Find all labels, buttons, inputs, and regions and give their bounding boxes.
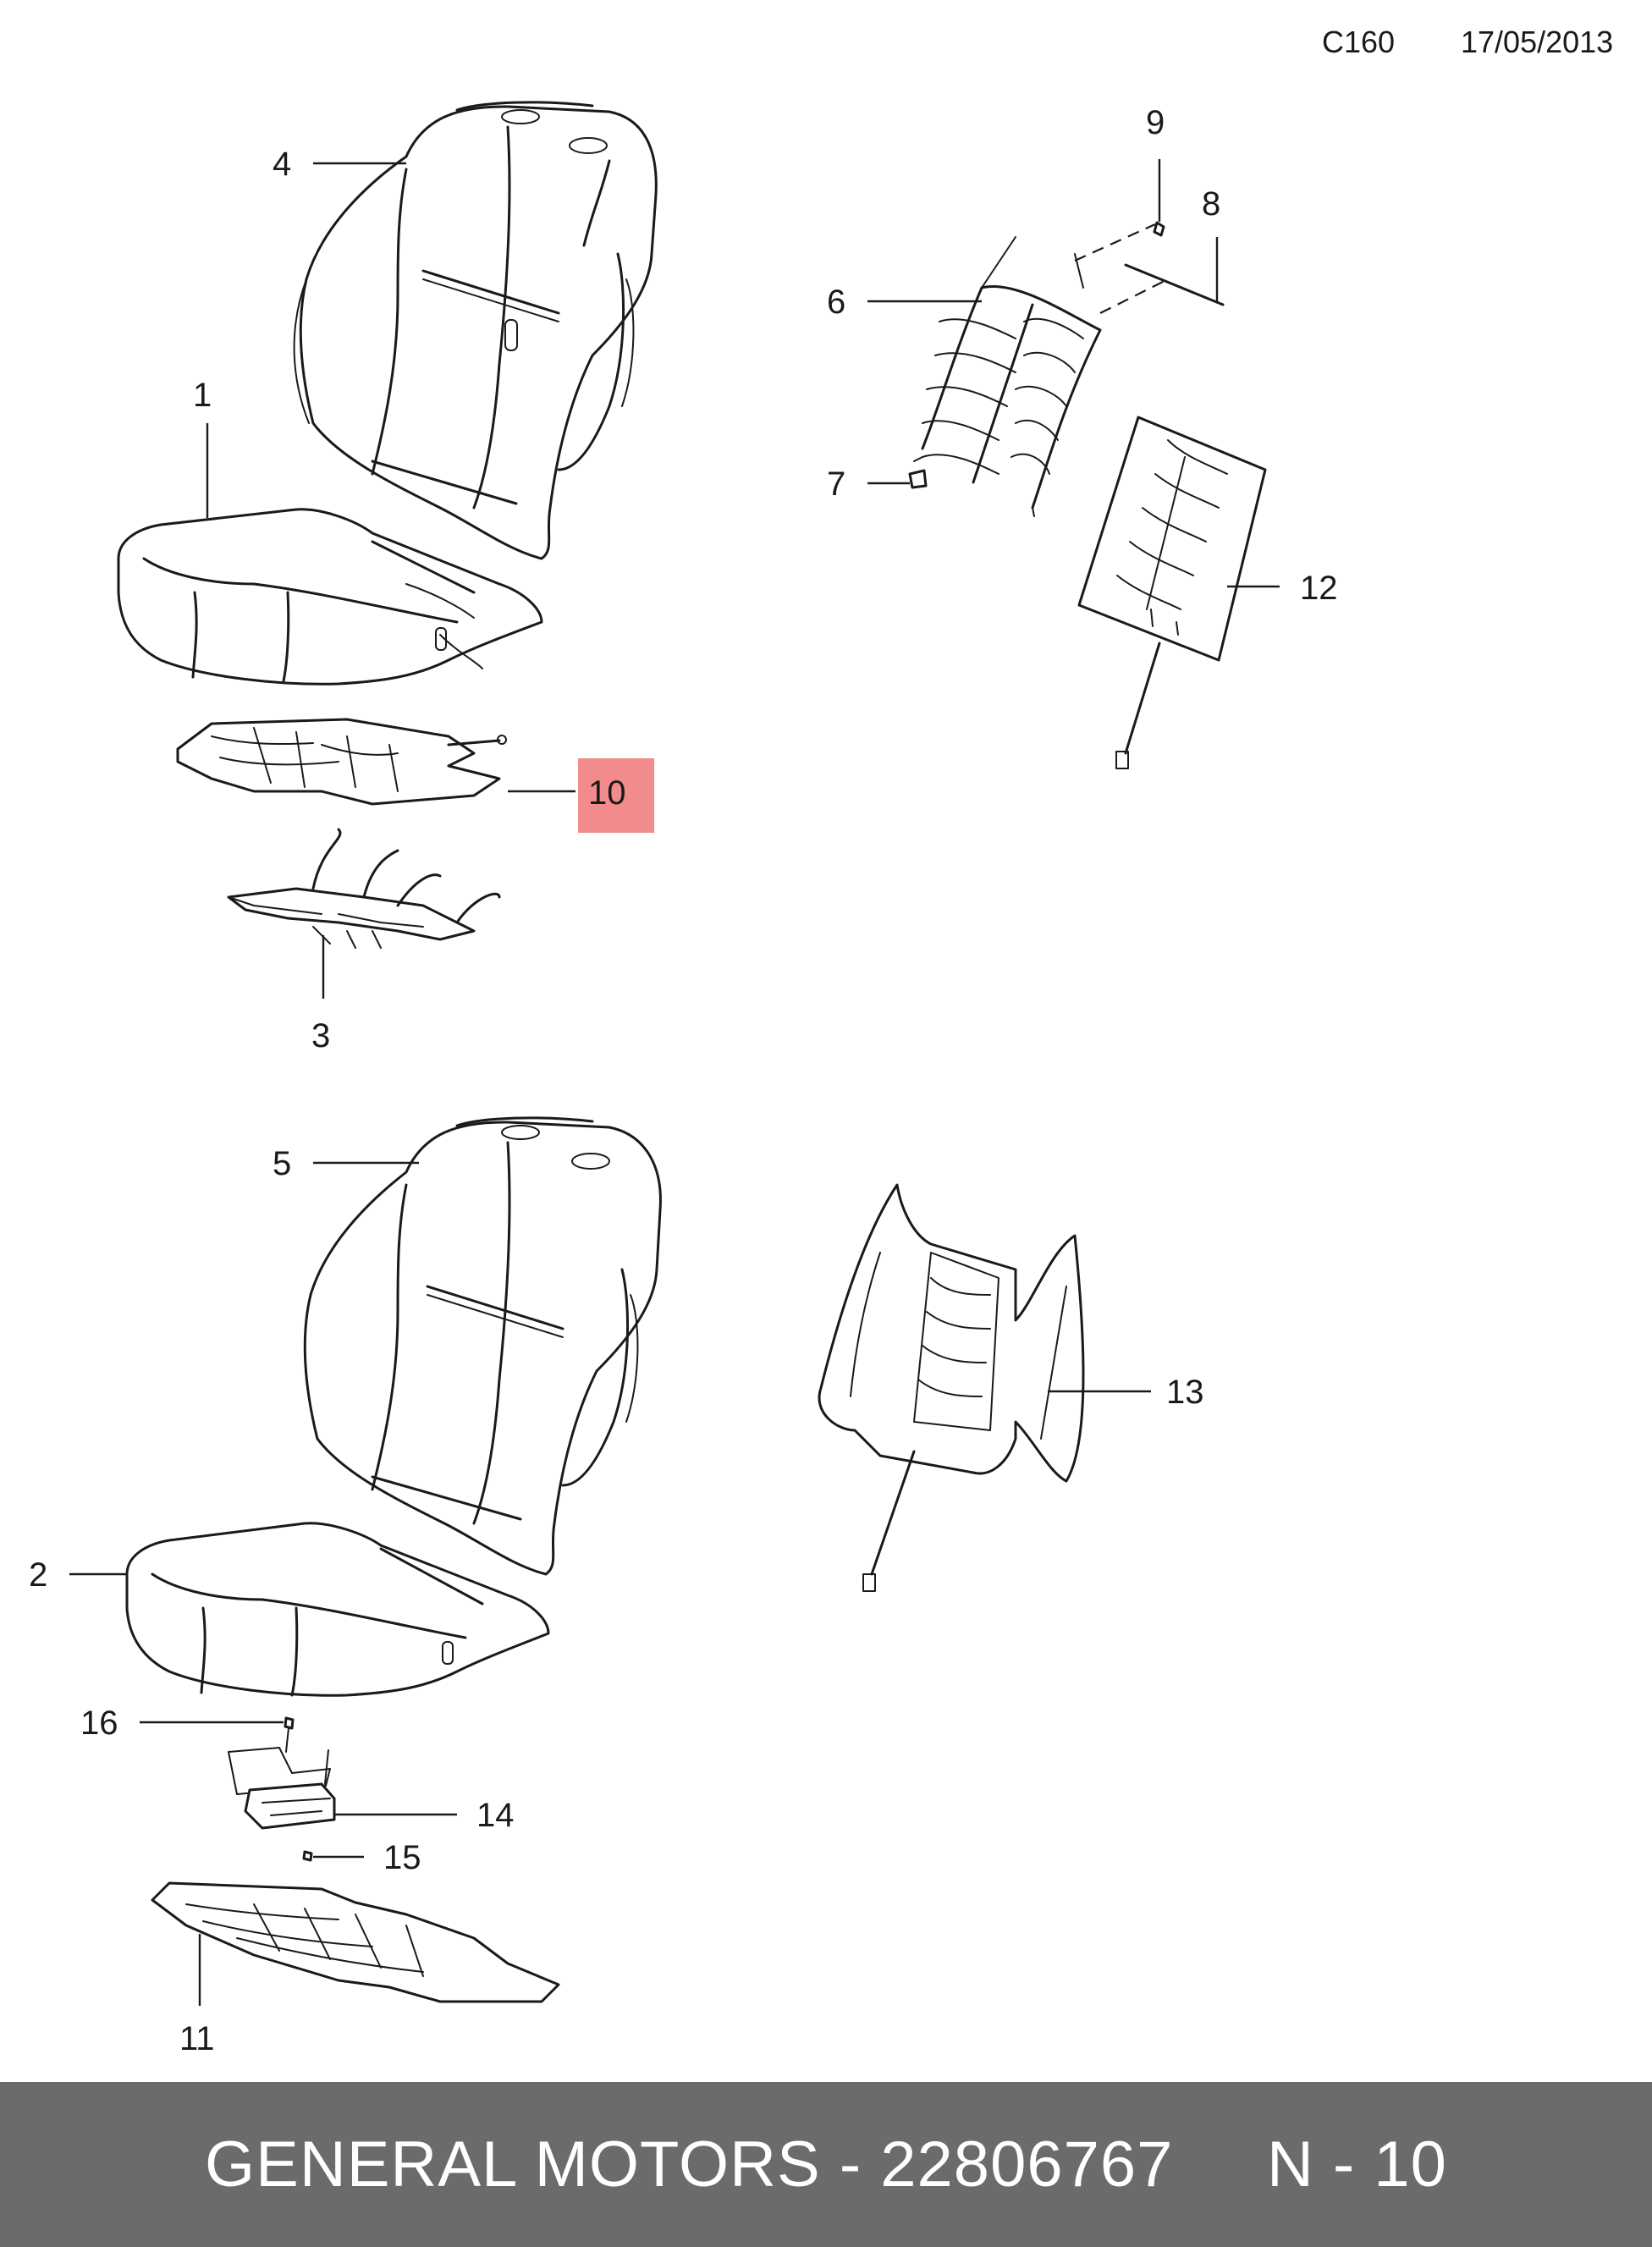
seat-back-suspension (913, 236, 1102, 517)
callout-10-highlight (578, 758, 654, 833)
callout-1: 1 (193, 377, 212, 414)
callout-11: 11 (179, 2020, 215, 2057)
seat-back-cover-upper (293, 101, 658, 560)
diagram-svg: C160 17/05/2013 4 1 (29, 25, 1613, 2057)
clip (1153, 221, 1165, 237)
seat-back-cover-lower (303, 1116, 662, 1576)
bushing (908, 469, 928, 489)
callout-7: 7 (827, 465, 845, 503)
seat-cushion-cover-lower (125, 1522, 550, 1697)
seat-wire-harness (227, 828, 501, 949)
callout-10: 10 (588, 774, 626, 812)
callout-2: 2 (29, 1556, 47, 1594)
callout-3: 3 (311, 1017, 330, 1055)
callout-13: 13 (1166, 1374, 1204, 1411)
callout-12: 12 (1300, 570, 1338, 607)
footer-part-number: GENERAL MOTORS - 22806767 N - 10 (205, 2129, 1447, 2200)
back-heater-pad (1077, 416, 1267, 769)
bracket-screw (284, 1716, 295, 1753)
callout-5: 5 (273, 1145, 291, 1182)
callout-16: 16 (80, 1705, 118, 1742)
callout-8: 8 (1202, 185, 1220, 223)
footer-bar: GENERAL MOTORS - 22806767 N - 10 (0, 2082, 1652, 2247)
cushion-heater-pad-lower (151, 1881, 560, 2003)
cushion-heater-pad (176, 718, 507, 806)
callout-4: 4 (273, 146, 291, 183)
callout-14: 14 (476, 1797, 515, 1834)
callout-9: 9 (1146, 104, 1165, 141)
header-date: 17/05/2013 (1461, 25, 1613, 59)
callout-6: 6 (827, 284, 845, 321)
header-code: C160 (1322, 25, 1395, 59)
mounting-nut (302, 1850, 313, 1862)
control-module (228, 1747, 336, 1830)
parts-diagram: C160 17/05/2013 4 1 (29, 25, 1613, 2057)
seat-back-rod (1124, 263, 1225, 306)
bolster-heater-pad (818, 1183, 1085, 1592)
seat-cushion-cover-upper (117, 508, 543, 686)
callout-15: 15 (383, 1839, 421, 1876)
